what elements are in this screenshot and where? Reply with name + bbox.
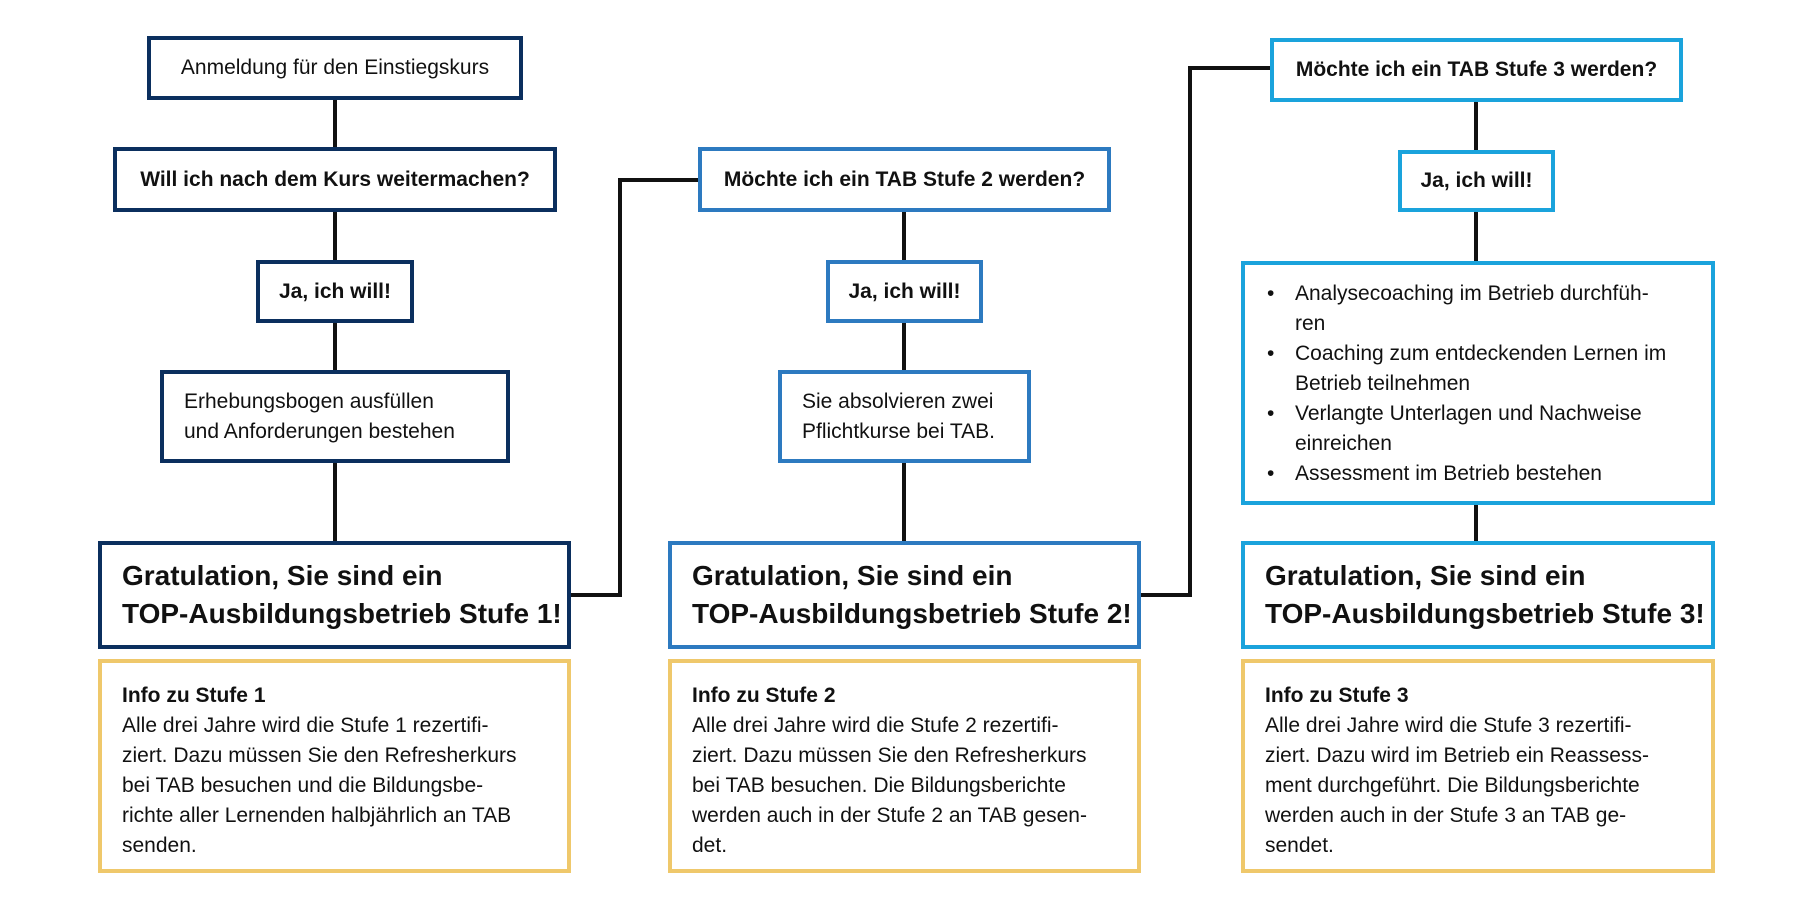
s2-requirement-box: Sie absolvieren zwei Pflichtkurse bei TA… bbox=[778, 370, 1031, 463]
s3-step-2-line-1: Coaching zum entdeckenden Lernen im bbox=[1295, 342, 1667, 365]
s1-requirement-box: Erhebungsbogen ausfüllen und Anforderung… bbox=[160, 370, 510, 463]
s3-result-line-1: Gratulation, Sie sind ein bbox=[1265, 560, 1586, 591]
s3-question-box: Möchte ich ein TAB Stufe 3 werden? bbox=[1270, 38, 1683, 102]
s2-info-line-2: ziert. Dazu müssen Sie den Refresherkurs bbox=[692, 744, 1087, 767]
s1-info-line-5: senden. bbox=[122, 834, 197, 857]
s1-result-line-1: Gratulation, Sie sind ein bbox=[122, 560, 443, 591]
s1-result-line-2: TOP-Ausbildungsbetrieb Stufe 1! bbox=[122, 598, 562, 629]
s2-requirement-line-2: Pflichtkurse bei TAB. bbox=[802, 419, 995, 443]
s1-question-box: Will ich nach dem Kurs weitermachen? bbox=[113, 147, 557, 212]
s3-step-1-line-1: Analysecoaching im Betrieb durchfüh- bbox=[1295, 282, 1649, 305]
s3-step-1-line-2: ren bbox=[1295, 312, 1326, 335]
s3-steps-list: Analysecoaching im Betrieb durchfüh- ren… bbox=[1261, 279, 1695, 489]
s3-step-3-line-1: Verlangte Unterlagen und Nachweise bbox=[1295, 402, 1642, 425]
s1-info-line-3: bei TAB besuchen und die Bildungsbe- bbox=[122, 774, 484, 797]
s1-answer-text: Ja, ich will! bbox=[278, 279, 392, 303]
s2-info-line-4: werden auch in der Stufe 2 an TAB gesen- bbox=[692, 804, 1087, 827]
s2-info-title: Info zu Stufe 2 bbox=[692, 684, 836, 707]
s2-result-line-1: Gratulation, Sie sind ein bbox=[692, 560, 1013, 591]
s1-info-title: Info zu Stufe 1 bbox=[122, 684, 266, 707]
s2-answer-text: Ja, ich will! bbox=[848, 279, 961, 303]
s3-info-line-4: werden auch in der Stufe 3 an TAB ge- bbox=[1265, 804, 1627, 827]
s3-info-line-5: sendet. bbox=[1265, 834, 1334, 857]
s3-answer-text: Ja, ich will! bbox=[1420, 169, 1533, 192]
s3-result-line-2: TOP-Ausbildungsbetrieb Stufe 3! bbox=[1265, 598, 1705, 629]
s3-step-4-line-1: Assessment im Betrieb bestehen bbox=[1295, 462, 1602, 485]
s1-register-box: Anmeldung für den Einstiegskurs bbox=[147, 36, 523, 100]
s2-answer-box: Ja, ich will! bbox=[826, 260, 983, 323]
s3-step-item: Assessment im Betrieb bestehen bbox=[1267, 459, 1695, 489]
s3-info-line-2: ziert. Dazu wird im Betrieb ein Reassess… bbox=[1265, 744, 1649, 767]
s3-info-line-3: ment durchgeführt. Die Bildungsberichte bbox=[1265, 774, 1640, 797]
s1-info-line-4: richte aller Lernenden halbjährlich an T… bbox=[122, 804, 512, 827]
s2-requirement-line-1: Sie absolvieren zwei bbox=[802, 389, 994, 413]
s3-answer-box: Ja, ich will! bbox=[1398, 150, 1555, 212]
s2-question-box: Möchte ich ein TAB Stufe 2 werden? bbox=[698, 147, 1111, 212]
s1-info-line-1: Alle drei Jahre wird die Stufe 1 rezerti… bbox=[122, 714, 489, 737]
s1-info-line-2: ziert. Dazu müssen Sie den Refresherkurs bbox=[122, 744, 517, 767]
s3-info-box: Info zu Stufe 3 Alle drei Jahre wird die… bbox=[1241, 659, 1715, 873]
s3-step-item: Analysecoaching im Betrieb durchfüh- ren bbox=[1267, 279, 1695, 339]
s1-requirement-line-1: Erhebungsbogen ausfüllen bbox=[184, 389, 434, 413]
s3-step-item: Verlangte Unterlagen und Nachweise einre… bbox=[1267, 399, 1695, 459]
s1-question-text: Will ich nach dem Kurs weitermachen? bbox=[140, 167, 530, 191]
s1-register-text: Anmeldung für den Einstiegskurs bbox=[180, 56, 490, 79]
s3-info-line-1: Alle drei Jahre wird die Stufe 3 rezerti… bbox=[1265, 714, 1632, 737]
s2-info-line-1: Alle drei Jahre wird die Stufe 2 rezerti… bbox=[692, 714, 1059, 737]
s3-step-2-line-2: Betrieb teilnehmen bbox=[1295, 372, 1471, 395]
connector-s2-to-s3 bbox=[1141, 66, 1270, 597]
s2-info-line-5: det. bbox=[692, 834, 728, 857]
s3-question-text: Möchte ich ein TAB Stufe 3 werden? bbox=[1295, 58, 1658, 81]
s2-result-line-2: TOP-Ausbildungsbetrieb Stufe 2! bbox=[692, 598, 1132, 629]
s2-question-text: Möchte ich ein TAB Stufe 2 werden? bbox=[723, 167, 1086, 191]
s3-info-title: Info zu Stufe 3 bbox=[1265, 684, 1409, 707]
s3-step-item: Coaching zum entdeckenden Lernen im Betr… bbox=[1267, 339, 1695, 399]
s1-info-box: Info zu Stufe 1 Alle drei Jahre wird die… bbox=[98, 659, 571, 873]
s2-result-box: Gratulation, Sie sind ein TOP-Ausbildung… bbox=[668, 541, 1141, 649]
s2-info-line-3: bei TAB besuchen. Die Bildungsberichte bbox=[692, 774, 1066, 797]
connector-s1-to-s2 bbox=[571, 178, 698, 597]
s3-steps-box: Analysecoaching im Betrieb durchfüh- ren… bbox=[1241, 261, 1715, 505]
s2-info-box: Info zu Stufe 2 Alle drei Jahre wird die… bbox=[668, 659, 1141, 873]
s1-result-box: Gratulation, Sie sind ein TOP-Ausbildung… bbox=[98, 541, 571, 649]
s1-answer-box: Ja, ich will! bbox=[256, 260, 414, 323]
s3-step-3-line-2: einreichen bbox=[1295, 432, 1392, 455]
s3-result-box: Gratulation, Sie sind ein TOP-Ausbildung… bbox=[1241, 541, 1715, 649]
s1-requirement-line-2: und Anforderungen bestehen bbox=[184, 419, 455, 443]
